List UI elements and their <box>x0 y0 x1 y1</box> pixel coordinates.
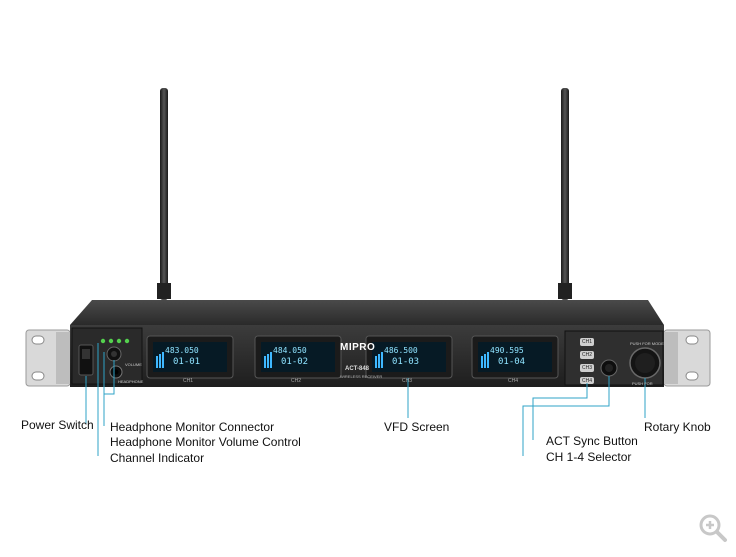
vfd-screen-2 <box>254 335 342 379</box>
left-rack-ear <box>25 329 71 387</box>
model-label: ACT-848 <box>345 366 370 372</box>
callout-headphone-volume: Headphone Monitor Volume Control <box>110 435 301 449</box>
ch2-button[interactable] <box>580 351 594 359</box>
vfd2-id: 01-02 <box>281 357 309 367</box>
vfd4-frequency: 490.595 <box>490 346 524 355</box>
rotary-sub-label: PUSH FOR <box>632 381 653 386</box>
headphone-jack[interactable] <box>109 365 123 379</box>
ch4-button[interactable] <box>580 377 594 384</box>
chassis-top <box>70 300 664 325</box>
callout-power-switch: Power Switch <box>21 418 94 432</box>
channel-indicator <box>100 338 130 344</box>
vfd3-frequency: 486.500 <box>384 346 418 355</box>
callout-leader-lines <box>85 343 646 456</box>
vfd-screen-3 <box>365 335 453 379</box>
callout-headphone-connector: Headphone Monitor Connector <box>110 420 275 434</box>
vfd4-id: 01-04 <box>498 357 526 367</box>
ch1-button[interactable] <box>580 338 594 346</box>
callout-act-sync: ACT Sync Button <box>546 434 638 448</box>
headphone-volume-knob[interactable] <box>106 346 122 362</box>
vfd-level-bars <box>156 352 489 368</box>
ch-selector-buttons <box>580 338 594 384</box>
callout-rotary-knob: Rotary Knob <box>644 420 711 434</box>
device-subtitle: WIRELESS RECEIVER <box>340 374 383 379</box>
ch1-button-label: CH1 <box>582 339 593 345</box>
vfd3-id: 01-03 <box>392 357 420 367</box>
left-antenna <box>157 88 171 300</box>
vfd1-frequency: 483.050 <box>165 346 199 355</box>
ch4-button-label: CH4 <box>582 378 593 384</box>
zoom-in-icon[interactable] <box>697 512 729 544</box>
rotary-knob[interactable] <box>629 347 661 379</box>
volume-label: VOLUME <box>125 362 142 367</box>
vfd-screen-4 <box>471 335 559 379</box>
right-rack-ear <box>663 329 711 387</box>
ch3-button-label: CH3 <box>582 365 593 371</box>
vfd4-channel-label: CH4 <box>508 378 519 384</box>
headphone-label: HEADPHONE <box>118 379 144 384</box>
vfd2-frequency: 484.050 <box>273 346 307 355</box>
callout-channel-indicator: Channel Indicator <box>110 451 205 465</box>
callout-ch-selector: CH 1-4 Selector <box>546 450 632 464</box>
push-for-mode-label: PUSH FOR MODE <box>630 341 664 346</box>
vfd3-channel-label: CH3 <box>402 378 413 384</box>
ch3-button[interactable] <box>580 364 594 372</box>
vfd-screen-1 <box>146 335 234 379</box>
ch2-button-label: CH2 <box>582 352 593 358</box>
callout-vfd-screen: VFD Screen <box>384 420 450 434</box>
power-switch[interactable] <box>78 344 94 376</box>
brand-logo: MIPRO <box>340 342 376 353</box>
vfd2-channel-label: CH2 <box>291 378 302 384</box>
vfd1-id: 01-01 <box>173 357 201 367</box>
vfd1-channel-label: CH1 <box>183 378 194 384</box>
right-antenna <box>558 88 572 300</box>
act-sync-button[interactable] <box>600 359 618 377</box>
